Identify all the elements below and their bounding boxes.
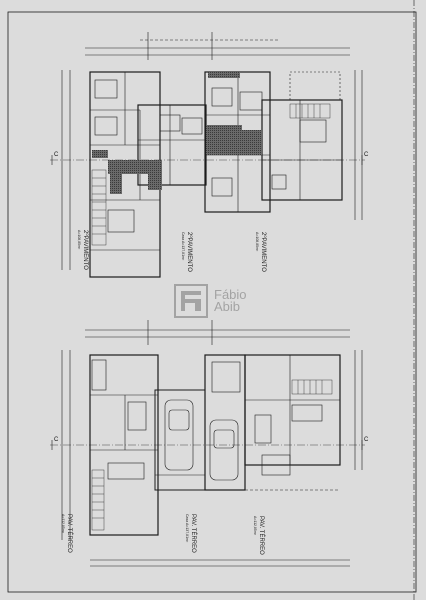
lower-right-title: PAV. TÉRREO — [258, 516, 264, 555]
watermark: Fábio Abib — [174, 284, 247, 318]
lower-left-area: A=112,85m² — [60, 514, 65, 533]
sheet-border — [7, 11, 417, 593]
axis-markers — [51, 155, 363, 450]
lower-left-title: PAV. TÉRREO — [66, 514, 72, 553]
upper-right-area: A=108,85m² — [254, 232, 259, 252]
lower-mid-title: PAV. TÉRREO — [190, 514, 196, 553]
upper-right-title: 2ºPAVIMENTO — [260, 232, 266, 272]
watermark-text: Fábio Abib — [214, 287, 247, 314]
axis-label-c-lower-left: C — [54, 437, 59, 443]
axis-label-c-upper-right: C — [364, 152, 369, 158]
lower-floor-plan — [50, 320, 365, 567]
upper-mid-title: 2ºPAVIMENTO — [186, 232, 192, 272]
lower-mid-area: Casa A=137,81m² — [184, 514, 189, 543]
upper-mid-plan-label: 2ºPAVIMENTO Casa A=137,81m² — [181, 232, 192, 272]
watermark-logo-icon — [174, 284, 208, 318]
lower-right-area: A=112,85m² — [252, 516, 257, 535]
lower-right-plan-label: PAV. TÉRREO A=112,85m² — [253, 516, 264, 555]
axis-label-c-upper-left: C — [54, 152, 59, 158]
watermark-line-2: Abib — [214, 299, 241, 314]
axis-label-c-lower-right: C — [364, 437, 369, 443]
watermark-line-1: Fábio — [214, 287, 247, 302]
upper-right-plan-label: 2ºPAVIMENTO A=108,85m² — [255, 232, 266, 272]
upper-left-plan-label: 2ºPAVIMENTO A=108,85m² — [77, 230, 88, 270]
lower-left-plan-label: PAV. TÉRREO A=112,85m² — [61, 514, 72, 553]
upper-left-title: 2ºPAVIMENTO — [82, 230, 88, 270]
upper-mid-area: Casa A=137,81m² — [180, 232, 185, 261]
upper-hatched-cores — [92, 72, 262, 194]
lower-mid-plan-label: PAV. TÉRREO Casa A=137,81m² — [185, 514, 196, 553]
upper-left-area: A=108,85m² — [76, 230, 81, 250]
